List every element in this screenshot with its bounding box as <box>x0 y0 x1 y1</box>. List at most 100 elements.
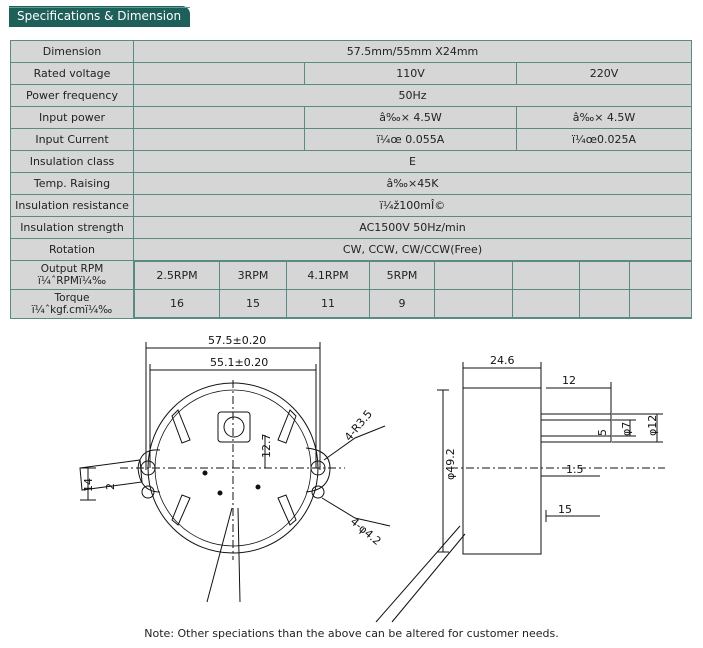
value-rotation: CW, CCW, CW/CCW(Free) <box>132 238 693 261</box>
value-input-power-blank <box>133 106 305 129</box>
gear-hub <box>217 411 251 443</box>
label-torque-line2: ï¼ˆkgf.cmï¼‰ <box>31 304 113 316</box>
row-power-frequency: Power frequency 50Hz <box>10 84 693 107</box>
label-temp-raising: Temp. Raising <box>10 172 134 195</box>
side-lead-wire <box>375 525 461 623</box>
value-power-frequency: 50Hz <box>132 84 693 107</box>
rpm-value: 2.5RPM <box>134 261 220 290</box>
row-insulation-resistance: Insulation resistance ï¼ž100mÎ© <box>10 194 693 217</box>
marker-dot <box>202 470 208 476</box>
dim-line-phi7 <box>612 419 636 437</box>
dim-label-phi7: φ7 <box>620 422 633 436</box>
dim-label-15: 15 <box>558 503 572 516</box>
rpm-values-row: 2.5RPM 3RPM 4.1RPM 5RPM <box>134 261 691 290</box>
dim-label-14: 14 <box>82 478 95 492</box>
footer-note: Note: Other speciations than the above c… <box>144 627 559 640</box>
label-power-frequency: Power frequency <box>10 84 134 107</box>
marker-dot <box>217 490 223 496</box>
label-torque-line1: Torque <box>54 292 90 304</box>
torque-value <box>579 289 630 318</box>
dim-label-24-6: 24.6 <box>490 354 515 367</box>
row-rated-voltage: Rated voltage 110V 220V <box>10 62 693 85</box>
dim-label-phi12: φ12 <box>646 415 659 436</box>
dim-label-1-5: 1.5 <box>566 463 584 476</box>
value-insulation-class: E <box>132 150 693 173</box>
row-insulation-strength: Insulation strength AC1500V 50Hz/min <box>10 216 693 239</box>
torque-values-row: 16 15 11 9 <box>134 289 691 318</box>
spec-table: Dimension 57.5mm/55mm X24mm Rated voltag… <box>10 40 693 319</box>
dim-label-hole: 4-φ4.2 <box>348 515 384 548</box>
value-rated-voltage-110: 110V <box>304 62 517 85</box>
rpm-value <box>434 261 513 290</box>
value-temp-raising: â‰×45K <box>132 172 693 195</box>
dim-line-14 <box>80 467 96 501</box>
dimension-drawing: 57.5±0.20 55.1±0.20 4-R3.5 4-φ4.2 12.7 1… <box>79 334 665 623</box>
label-torque: Torque ï¼ˆkgf.cmï¼‰ <box>10 289 134 319</box>
row-input-current: Input Current ï¼œ 0.055A ï¼œ0.025A <box>10 128 693 151</box>
side-lead-wire <box>391 533 466 623</box>
marker-dot <box>255 484 261 490</box>
torque-value: 15 <box>219 289 287 318</box>
dim-label-phi49: φ49.2 <box>444 448 457 480</box>
lead-wire <box>237 507 241 603</box>
dim-line-15 <box>545 510 600 522</box>
torque-value <box>629 289 691 318</box>
dim-line-12 <box>546 382 612 414</box>
rpm-value <box>579 261 630 290</box>
label-output-rpm-line2: ï¼ˆRPMï¼‰ <box>37 275 107 287</box>
dim-label-center: 12.7 <box>260 434 273 459</box>
motor-side-body <box>462 387 542 555</box>
body-slot <box>277 494 297 526</box>
label-output-rpm-line1: Output RPM <box>40 263 104 275</box>
label-input-current: Input Current <box>10 128 134 151</box>
body-slot <box>171 494 191 526</box>
output-shaft-base <box>540 413 612 443</box>
label-rotation: Rotation <box>10 238 134 261</box>
dim-line-inner <box>149 364 317 468</box>
value-input-current-blank <box>133 128 305 151</box>
row-insulation-class: Insulation class E <box>10 150 693 173</box>
row-torque: Torque ï¼ˆkgf.cmï¼‰ <box>10 289 692 319</box>
torque-value <box>512 289 580 318</box>
dim-leader-hole <box>321 497 391 527</box>
value-dimension: 57.5mm/55mm X24mm <box>132 40 693 63</box>
torque-value: 16 <box>134 289 220 318</box>
dim-leader-r35 <box>323 425 386 461</box>
dim-line-phi12 <box>612 413 663 443</box>
row-rotation: Rotation CW, CCW, CW/CCW(Free) <box>10 238 693 261</box>
dim-line-24-6 <box>462 362 542 388</box>
lead-strap <box>79 459 143 491</box>
value-input-power-2: â‰× 4.5W <box>515 106 693 129</box>
dim-label-12: 12 <box>562 374 576 387</box>
dim-label-5: 5 <box>596 429 609 436</box>
mount-hole-left-2 <box>141 485 155 499</box>
rpm-value: 3RPM <box>219 261 287 290</box>
mount-hole-right-2 <box>311 485 325 499</box>
dim-label-outer: 57.5±0.20 <box>208 334 266 347</box>
front-view <box>79 342 391 603</box>
label-insulation-strength: Insulation strength <box>10 216 134 239</box>
torque-value: 9 <box>369 289 435 318</box>
label-insulation-class: Insulation class <box>10 150 134 173</box>
label-rated-voltage: Rated voltage <box>10 62 134 85</box>
output-shaft <box>540 419 612 437</box>
gear-hub-bore <box>223 416 245 438</box>
section-tab-title: Specifications & Dimension <box>17 9 182 23</box>
rpm-value: 5RPM <box>369 261 435 290</box>
rpm-value: 4.1RPM <box>286 261 370 290</box>
section-tab: Specifications & Dimension <box>9 6 190 27</box>
torque-value <box>434 289 513 318</box>
value-rated-voltage-220: 220V <box>515 62 693 85</box>
value-input-current-1: ï¼œ 0.055A <box>304 128 517 151</box>
rpm-value <box>629 261 691 290</box>
body-slot <box>171 409 191 444</box>
rpm-value <box>512 261 580 290</box>
row-dimension: Dimension 57.5mm/55mm X24mm <box>10 40 693 63</box>
row-input-power: Input power â‰× 4.5W â‰× 4.5W <box>10 106 693 129</box>
dim-label-r35: 4-R3.5 <box>342 408 375 444</box>
value-insulation-strength: AC1500V 50Hz/min <box>132 216 693 239</box>
side-view <box>375 362 665 623</box>
row-temp-raising: Temp. Raising â‰×45K <box>10 172 693 195</box>
label-dimension: Dimension <box>10 40 134 63</box>
rpm-torque-grid: 2.5RPM 3RPM 4.1RPM 5RPM 16 15 11 9 <box>132 260 693 319</box>
